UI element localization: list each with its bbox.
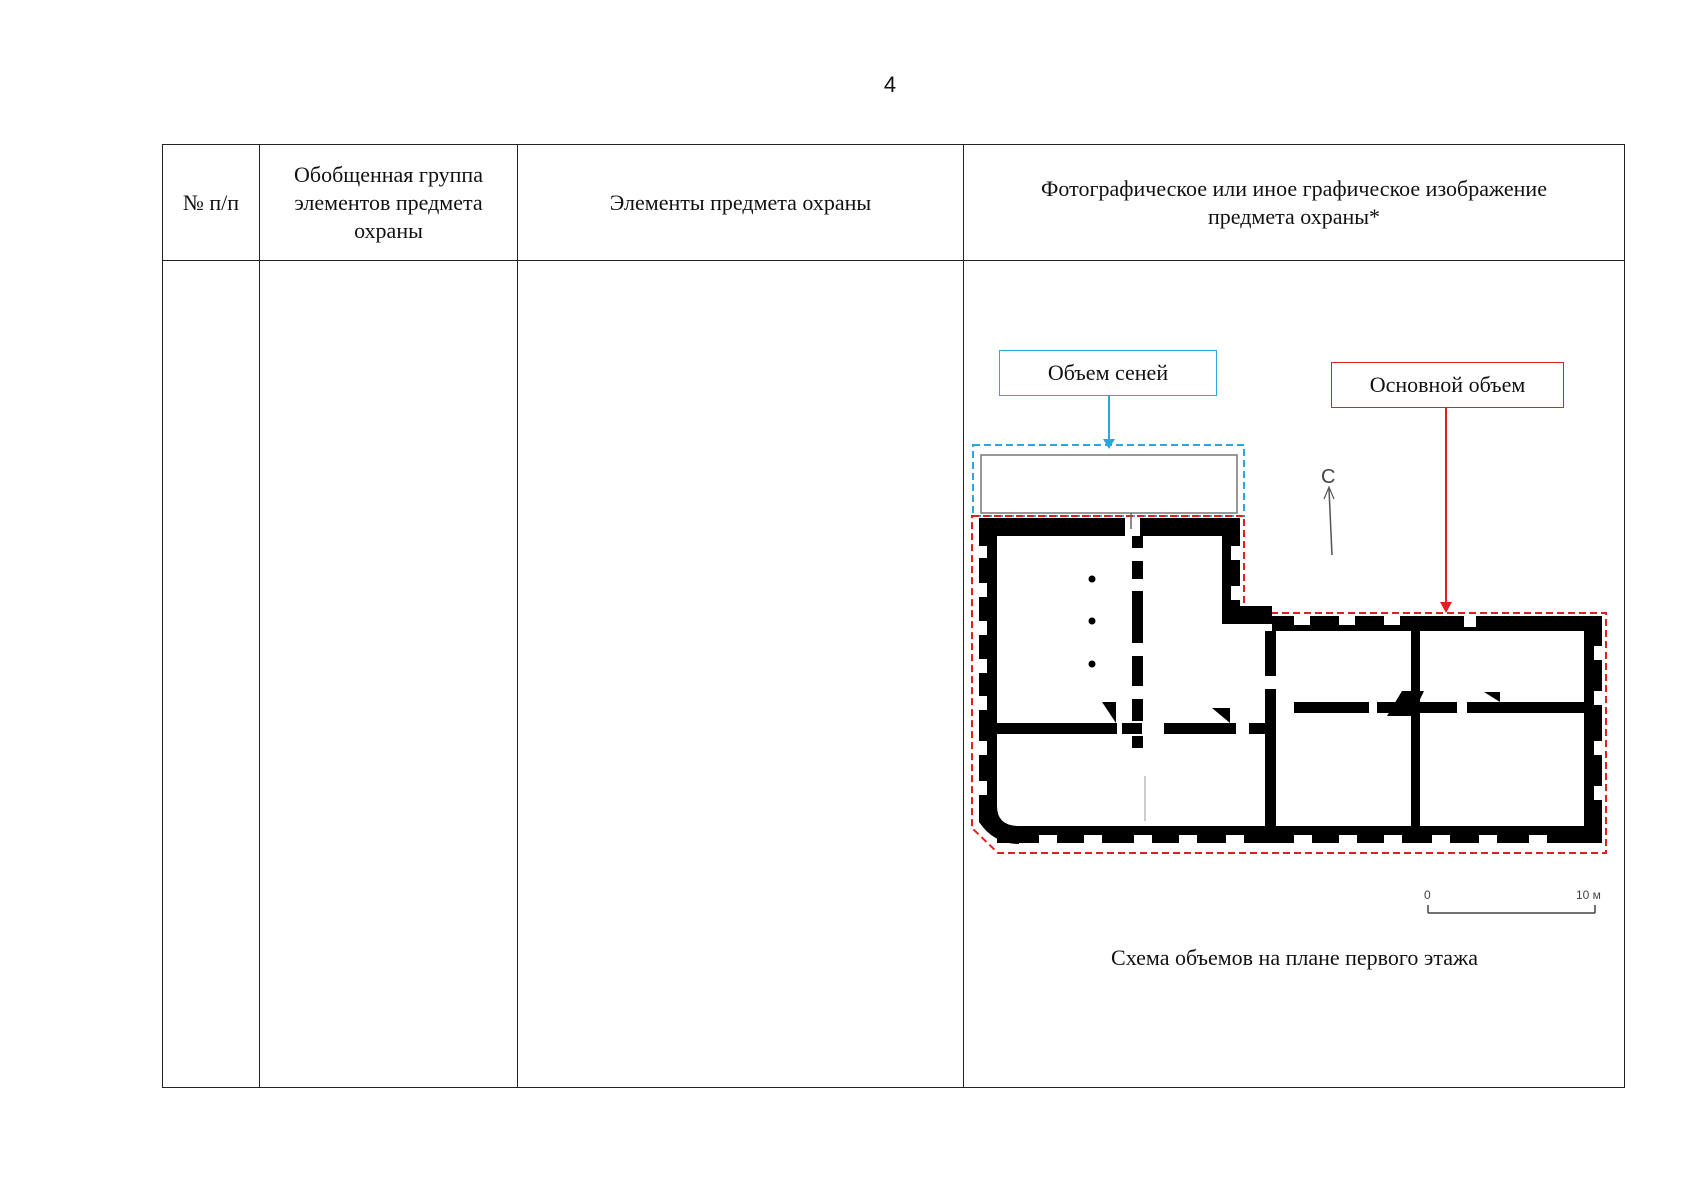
scale-end-label: 10 м xyxy=(1576,888,1601,902)
scale-bar xyxy=(1427,905,1596,914)
table-row: 0 10 м С Объем сеней Основной объем Схем… xyxy=(162,260,1625,1088)
cell-elements xyxy=(517,260,964,1088)
north-arrow xyxy=(1328,488,1333,556)
header-elements: Элементы предмета охраны xyxy=(517,144,964,261)
plan-windows xyxy=(979,546,1602,843)
page-number: 4 xyxy=(883,72,897,97)
scale-start-label: 0 xyxy=(1424,888,1431,902)
header-number: № п/п xyxy=(162,144,260,261)
cell-group xyxy=(259,260,518,1088)
plan-walls xyxy=(979,518,1602,844)
vestibule-arrowhead xyxy=(1103,439,1115,449)
cell-image: 0 10 м С Объем сеней Основной объем Схем… xyxy=(963,260,1625,1088)
main-volume-label: Основной объем xyxy=(1331,362,1564,408)
north-arrowhead xyxy=(1323,485,1335,500)
vestibule-label: Объем сеней xyxy=(999,350,1217,396)
floor-plan-diagram: 0 10 м С xyxy=(971,394,1607,914)
figure-caption: Схема объемов на плане первого этажа xyxy=(1111,945,1478,970)
north-label: С xyxy=(1321,466,1335,488)
table-header-row: № п/п Обобщенная группа элементов предме… xyxy=(162,144,1625,261)
header-group: Обобщенная группа элементов предмета охр… xyxy=(259,144,518,261)
main-arrowhead xyxy=(1440,602,1452,613)
header-image: Фотографическое или иное графическое изо… xyxy=(963,144,1625,261)
vestibule-plan xyxy=(980,454,1238,514)
cell-number xyxy=(162,260,260,1088)
protection-subject-table: № п/п Обобщенная группа элементов предме… xyxy=(162,144,1625,1088)
main-volume-outline xyxy=(971,515,1607,854)
